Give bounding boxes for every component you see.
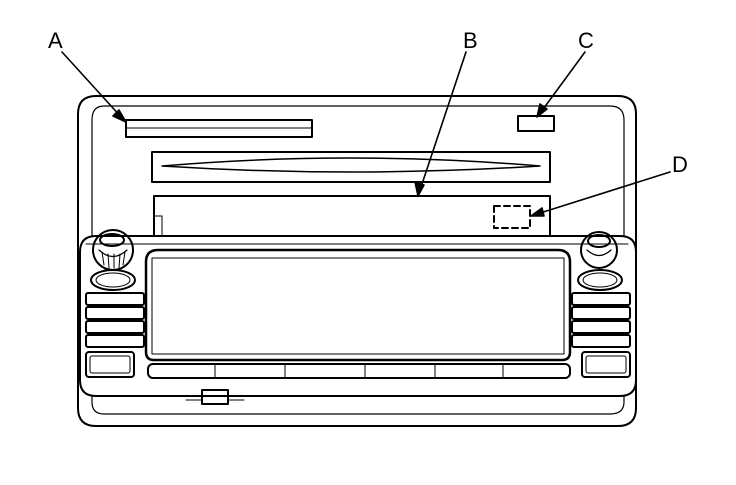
disc-slot xyxy=(151,151,551,183)
right-knob xyxy=(580,231,618,269)
callout-label-c: C xyxy=(578,28,594,53)
leader-lines xyxy=(61,51,671,217)
faceplate xyxy=(79,235,637,397)
right-button-stack xyxy=(571,292,631,378)
oval-buttons xyxy=(90,269,623,291)
callout-label-d: D xyxy=(672,152,688,177)
bottom-latch xyxy=(185,389,245,405)
callout-label-b: B xyxy=(463,28,478,53)
display-screen xyxy=(144,248,572,362)
left-knob xyxy=(92,229,134,271)
sensor-d xyxy=(493,205,531,229)
soft-key-bar xyxy=(147,363,571,379)
callout-label-a: A xyxy=(48,28,63,53)
card-slot-a xyxy=(125,119,313,138)
mechanism-area xyxy=(153,195,551,241)
outer-housing xyxy=(77,95,637,427)
left-button-stack xyxy=(85,292,145,378)
button-c xyxy=(517,115,555,132)
